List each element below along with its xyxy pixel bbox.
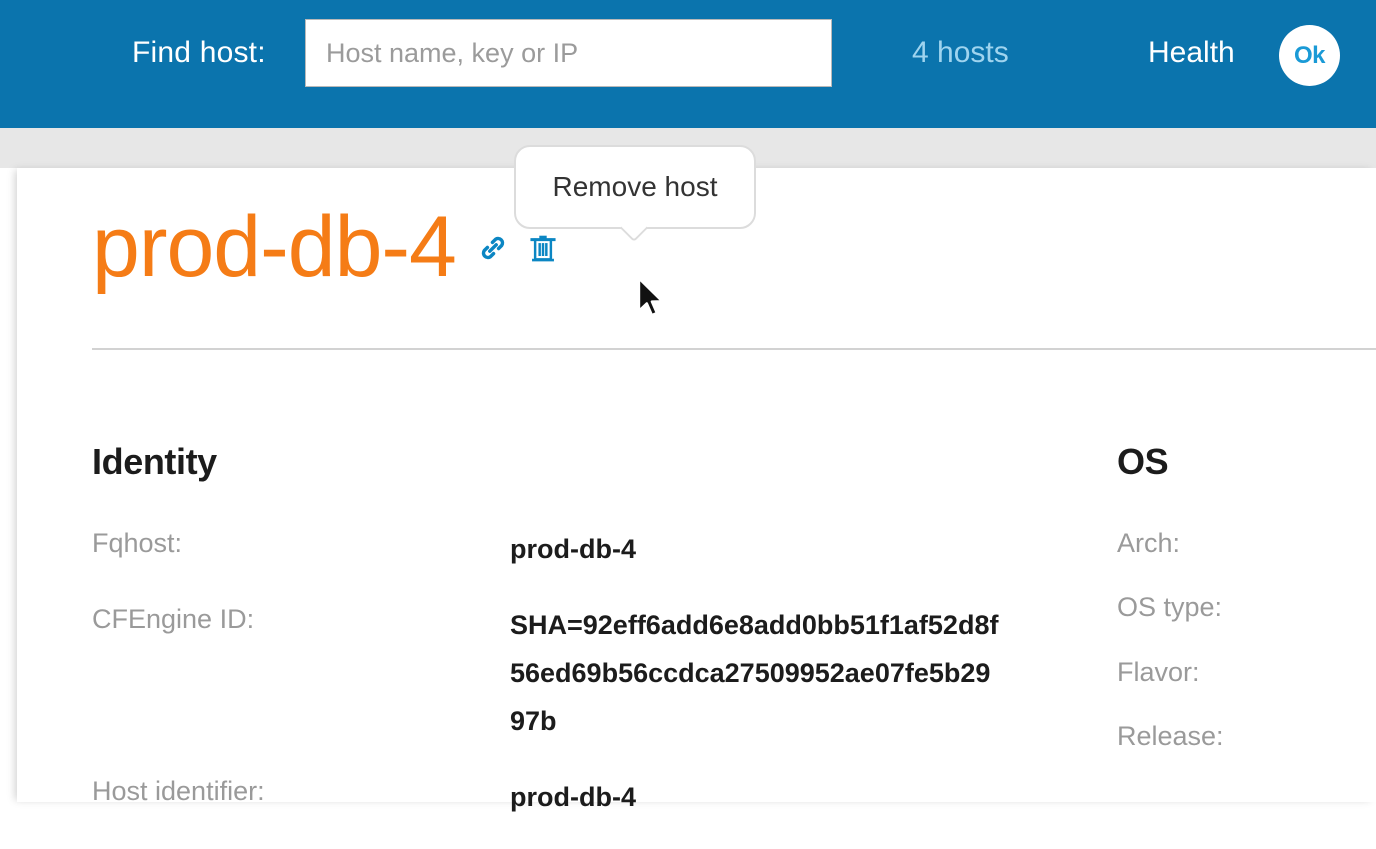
table-row: CFEngine ID: SHA=92eff6add6e8add0bb51f1a… xyxy=(92,601,1072,745)
table-row: Flavor: xyxy=(1117,654,1376,690)
title-action-icons xyxy=(476,231,560,265)
find-host-label: Find host: xyxy=(132,36,266,69)
field-label-flavor: Flavor: xyxy=(1117,656,1200,687)
field-label-host-identifier: Host identifier: xyxy=(92,776,265,807)
status-badge[interactable]: Ok xyxy=(1279,25,1340,86)
section-os: OS Arch: OS type: Flavor: Release: xyxy=(1117,441,1376,783)
tooltip-label: Remove host xyxy=(552,171,718,202)
section-os-title: OS xyxy=(1117,441,1169,482)
field-value-host-identifier: prod-db-4 xyxy=(510,782,636,813)
search-input[interactable] xyxy=(305,19,832,87)
field-label-arch: Arch: xyxy=(1117,528,1181,558)
field-label-release: Release: xyxy=(1117,721,1224,752)
top-header-bar: Find host: 4 hosts Health Ok xyxy=(0,0,1376,128)
table-row: Release: xyxy=(1117,718,1376,754)
health-label: Health xyxy=(1148,36,1235,69)
field-label-os-type: OS type: xyxy=(1117,592,1223,623)
status-badge-label: Ok xyxy=(1293,41,1326,69)
host-title-row: prod-db-4 xyxy=(92,204,560,290)
tooltip-remove-host: Remove host xyxy=(514,145,756,243)
table-row: Arch: xyxy=(1117,525,1376,561)
page-title: prod-db-4 xyxy=(92,199,457,295)
field-value-fqhost: prod-db-4 xyxy=(510,534,636,564)
section-identity-title: Identity xyxy=(92,441,217,482)
link-icon[interactable] xyxy=(476,231,510,265)
section-identity: Identity Fqhost: prod-db-4 CFEngine ID: … xyxy=(92,441,1072,849)
table-row: Fqhost: prod-db-4 xyxy=(92,525,1072,573)
field-label-cfengine-id: CFEngine ID: xyxy=(92,604,255,635)
hosts-count-label[interactable]: 4 hosts xyxy=(912,36,1009,69)
host-detail-card: prod-db-4 xyxy=(17,168,1376,812)
title-divider xyxy=(92,348,1376,350)
field-value-cfengine-id: SHA=92eff6add6e8add0bb51f1af52d8f56ed69b… xyxy=(510,610,999,737)
table-row: OS type: xyxy=(1117,589,1376,625)
table-row: Host identifier: prod-db-4 xyxy=(92,773,1072,821)
field-label-fqhost: Fqhost: xyxy=(92,528,183,558)
trash-icon[interactable] xyxy=(526,231,560,265)
